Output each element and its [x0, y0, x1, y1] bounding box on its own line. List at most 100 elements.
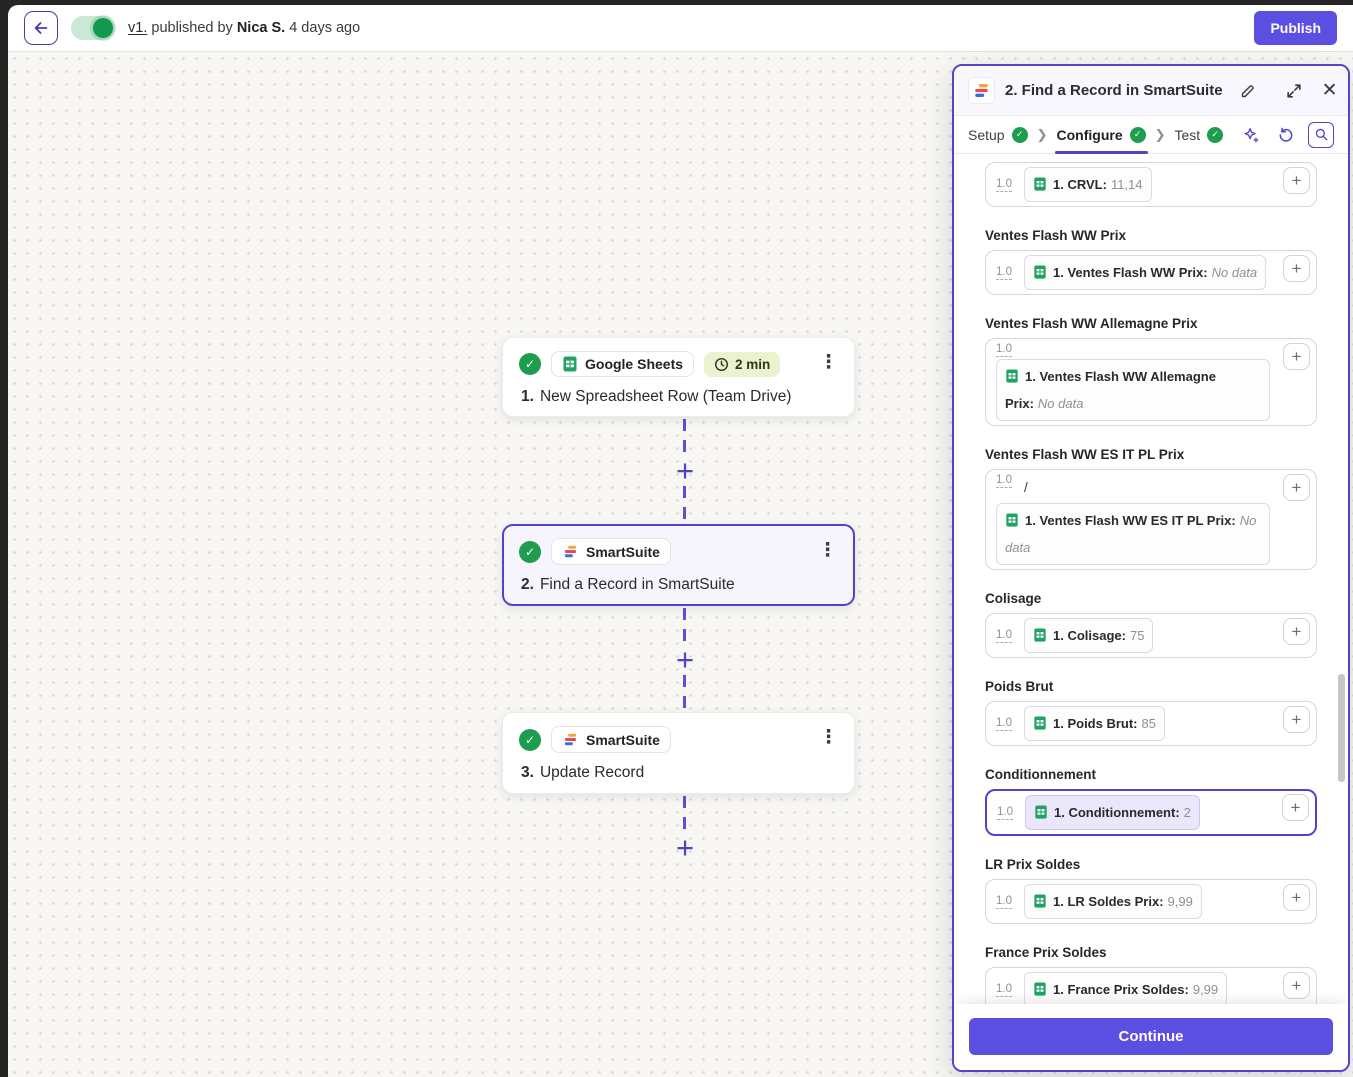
- insert-data-button[interactable]: +: [1283, 618, 1310, 645]
- panel-field: 1.0 1. CRVL:11,14 +: [985, 162, 1317, 207]
- tab-setup[interactable]: Setup ✓: [968, 116, 1028, 153]
- publish-button[interactable]: Publish: [1254, 11, 1337, 45]
- node-menu-icon[interactable]: ⋮: [818, 540, 837, 561]
- mapped-data-chip[interactable]: 1. Ventes Flash WW Prix:No data: [1024, 255, 1267, 290]
- insert-data-button[interactable]: +: [1283, 343, 1310, 370]
- field-label: Ventes Flash WW ES IT PL Prix: [985, 447, 1185, 462]
- success-check-icon: ✓: [519, 353, 541, 375]
- zap-on-toggle[interactable]: [71, 16, 115, 40]
- insert-data-button[interactable]: +: [1283, 884, 1310, 911]
- panel-header: 2. Find a Record in SmartSuite ✕: [954, 66, 1348, 116]
- field-label: Colisage: [985, 591, 1042, 606]
- tab-complete-icon: ✓: [1011, 126, 1028, 143]
- time-ago: 4 days ago: [289, 20, 361, 36]
- toggle-knob: [93, 18, 113, 38]
- chip-field-value: 2: [1183, 805, 1191, 820]
- chip-field-value: No data: [1211, 265, 1258, 280]
- field-input[interactable]: 1.0 1. CRVL:11,14 +: [985, 162, 1317, 207]
- chip-field-name: 1. Poids Brut:: [1053, 716, 1138, 731]
- node-menu-icon[interactable]: ⋮: [819, 352, 838, 373]
- step-node-1[interactable]: ✓ Google Sheets 2 min ⋮ 1.New Spreadshee…: [502, 337, 855, 417]
- mapped-data-chip[interactable]: 1. Poids Brut:85: [1024, 706, 1165, 741]
- smartsuite-app-icon: [968, 77, 995, 104]
- mapped-data-chip[interactable]: 1. France Prix Soldes:9,99: [1024, 972, 1228, 1007]
- number-type-hint: 1.0: [996, 474, 1012, 488]
- panel-tabs: Setup ✓ ❯ Configure ✓ ❯ Test ✓: [954, 116, 1348, 154]
- expand-panel-icon[interactable]: [1281, 78, 1307, 104]
- connector-line: [683, 796, 686, 834]
- smartsuite-icon: [562, 543, 579, 560]
- panel-field: Ventes Flash WW ES IT PL Prix 1.0 / 1. V…: [985, 448, 1317, 570]
- connector-line: [683, 419, 686, 457]
- add-step-button[interactable]: +: [670, 644, 700, 675]
- google-sheets-icon: [1005, 369, 1019, 383]
- tab-complete-icon: ✓: [1207, 126, 1224, 143]
- tab-test[interactable]: Test ✓: [1175, 116, 1224, 153]
- chip-field-value: No data: [1005, 513, 1257, 555]
- field-input[interactable]: 1.0 1. Ventes Flash WW Allemagne Prix:No…: [985, 338, 1317, 426]
- connector-line: [683, 608, 686, 646]
- close-panel-icon[interactable]: ✕: [1321, 80, 1338, 101]
- mapped-data-chip[interactable]: 1. Ventes Flash WW ES IT PL Prix:No data: [996, 503, 1270, 565]
- field-input[interactable]: 1.0 1. Poids Brut:85 +: [985, 701, 1317, 746]
- chip-field-name: 1. Ventes Flash WW Prix:: [1053, 265, 1208, 280]
- mapped-data-chip[interactable]: 1. Conditionnement:2: [1025, 795, 1200, 830]
- success-check-icon: ✓: [519, 540, 541, 563]
- clock-icon: [714, 357, 729, 372]
- panel-field: France Prix Soldes 1.0 1. France Prix So…: [985, 946, 1317, 1008]
- insert-data-button[interactable]: +: [1283, 255, 1310, 282]
- field-input[interactable]: 1.0 1. France Prix Soldes:9,99 +: [985, 967, 1317, 1008]
- field-input[interactable]: 1.0 1. Conditionnement:2 +: [985, 789, 1317, 836]
- continue-button[interactable]: Continue: [969, 1018, 1333, 1055]
- chip-field-name: 1. LR Soldes Prix:: [1053, 894, 1164, 909]
- edit-title-icon[interactable]: [1235, 78, 1261, 104]
- duration-badge: 2 min: [704, 351, 781, 377]
- panel-field: Ventes Flash WW Prix 1.0 1. Ventes Flash…: [985, 229, 1317, 295]
- connector-line: [683, 486, 686, 522]
- chip-field-value: 75: [1129, 628, 1145, 643]
- mapped-data-chip[interactable]: 1. Colisage:75: [1024, 618, 1154, 653]
- tab-configure[interactable]: Configure ✓: [1054, 116, 1148, 154]
- connector-line: [683, 675, 686, 710]
- node-title: 1.New Spreadsheet Row (Team Drive): [521, 388, 792, 405]
- top-bar: v1. published by Nica S. 4 days ago Publ…: [8, 5, 1353, 52]
- search-icon[interactable]: [1308, 121, 1334, 148]
- insert-data-button[interactable]: +: [1283, 706, 1310, 733]
- field-label: LR Prix Soldes: [985, 857, 1081, 872]
- node-title: 2.Find a Record in SmartSuite: [521, 576, 735, 593]
- google-sheets-icon: [1033, 894, 1047, 908]
- number-type-hint: 1.0: [996, 982, 1012, 997]
- field-input[interactable]: 1.0 1. LR Soldes Prix:9,99 +: [985, 879, 1317, 924]
- add-step-button[interactable]: +: [670, 455, 700, 486]
- ai-sparkle-icon[interactable]: [1238, 122, 1264, 148]
- chip-field-name: 1. Conditionnement:: [1054, 805, 1180, 820]
- field-input[interactable]: 1.0 1. Colisage:75 +: [985, 613, 1317, 658]
- scrollbar-thumb[interactable]: [1338, 674, 1345, 782]
- step-detail-panel: 2. Find a Record in SmartSuite ✕ Setup ✓…: [952, 64, 1350, 1072]
- step-node-2[interactable]: ✓ SmartSuite ⋮ 2.Find a Record in SmartS…: [502, 524, 855, 606]
- node-menu-icon[interactable]: ⋮: [819, 727, 838, 748]
- insert-data-button[interactable]: +: [1282, 794, 1309, 821]
- insert-data-button[interactable]: +: [1283, 972, 1310, 999]
- field-input[interactable]: 1.0 / 1. Ventes Flash WW ES IT PL Prix:N…: [985, 469, 1317, 570]
- panel-title: 2. Find a Record in SmartSuite: [1005, 82, 1223, 99]
- insert-data-button[interactable]: +: [1283, 167, 1310, 194]
- step-node-3[interactable]: ✓ SmartSuite ⋮ 3.Update Record: [502, 712, 855, 794]
- chevron-right-icon: ❯: [1036, 126, 1048, 142]
- refresh-icon[interactable]: [1273, 122, 1299, 148]
- panel-field: LR Prix Soldes 1.0 1. LR Soldes Prix:9,9…: [985, 858, 1317, 924]
- field-label: France Prix Soldes: [985, 945, 1107, 960]
- chip-field-value: 85: [1141, 716, 1156, 731]
- mapped-data-chip[interactable]: 1. CRVL:11,14: [1024, 167, 1152, 202]
- version-link[interactable]: v1.: [128, 20, 148, 36]
- mapped-data-chip[interactable]: 1. LR Soldes Prix:9,99: [1024, 884, 1202, 919]
- mapped-data-chip[interactable]: 1. Ventes Flash WW Allemagne Prix:No dat…: [996, 359, 1270, 421]
- app-pill-smartsuite: SmartSuite: [551, 726, 671, 753]
- insert-data-button[interactable]: +: [1283, 474, 1310, 501]
- chevron-right-icon: ❯: [1154, 126, 1166, 142]
- number-type-hint: 1.0: [996, 716, 1012, 731]
- number-type-hint: 1.0: [996, 894, 1012, 909]
- field-input[interactable]: 1.0 1. Ventes Flash WW Prix:No data +: [985, 250, 1317, 295]
- add-step-button[interactable]: +: [670, 832, 700, 863]
- back-button[interactable]: [24, 11, 58, 45]
